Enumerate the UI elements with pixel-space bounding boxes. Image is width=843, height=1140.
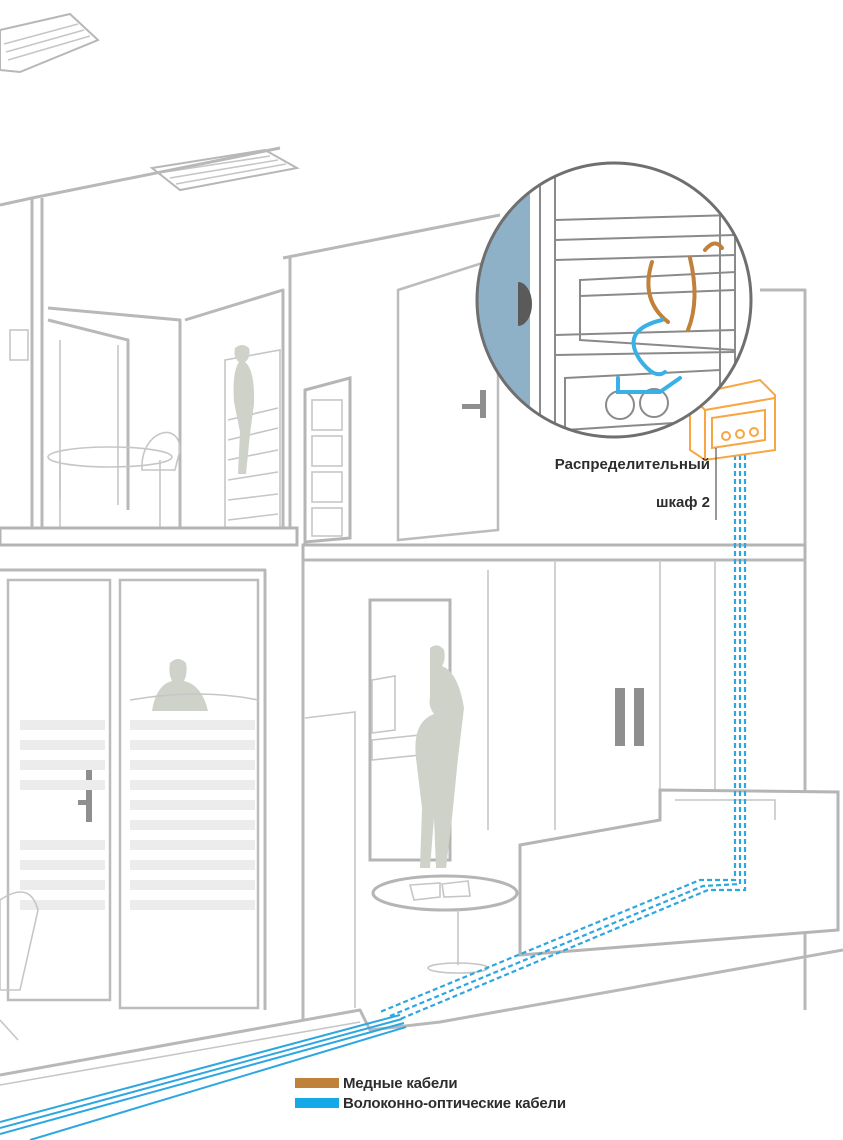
lower-left-room bbox=[0, 568, 267, 1010]
legend-label-copper: Медные кабели bbox=[343, 1074, 458, 1092]
cabinet-callout-label: Распределительный шкаф 2 bbox=[520, 446, 710, 522]
coffee-table bbox=[371, 874, 519, 974]
legend-label-fiber: Волоконно-оптические кабели bbox=[343, 1094, 566, 1112]
legend-item-fiber: Волоконно-оптические кабели bbox=[295, 1093, 566, 1113]
ceiling-lamp-top bbox=[0, 12, 100, 74]
copper-swatch bbox=[295, 1078, 339, 1088]
sofa bbox=[518, 788, 840, 957]
chair-left bbox=[0, 891, 39, 1041]
staircase bbox=[224, 345, 281, 541]
building-base bbox=[0, 948, 843, 1086]
legend-item-copper: Медные кабели bbox=[295, 1073, 566, 1093]
fiber-cable-riser bbox=[379, 455, 747, 1022]
floor-slab bbox=[0, 526, 807, 562]
blinds bbox=[20, 720, 255, 910]
filing-cabinet bbox=[303, 376, 352, 544]
callout-line-2: шкаф 2 bbox=[656, 494, 710, 511]
fiber-cable-ground bbox=[0, 1014, 407, 1140]
legend: Медные кабели Волоконно-оптические кабел… bbox=[295, 1073, 566, 1113]
distribution-cabinet bbox=[689, 378, 776, 462]
callout-line-1: Распределительный bbox=[554, 456, 710, 473]
ceiling-lamp-middle bbox=[149, 148, 300, 192]
zoom-circle bbox=[475, 161, 753, 439]
upper-table bbox=[47, 431, 181, 530]
lower-right-room bbox=[301, 558, 807, 1020]
fiber-swatch bbox=[295, 1098, 339, 1108]
